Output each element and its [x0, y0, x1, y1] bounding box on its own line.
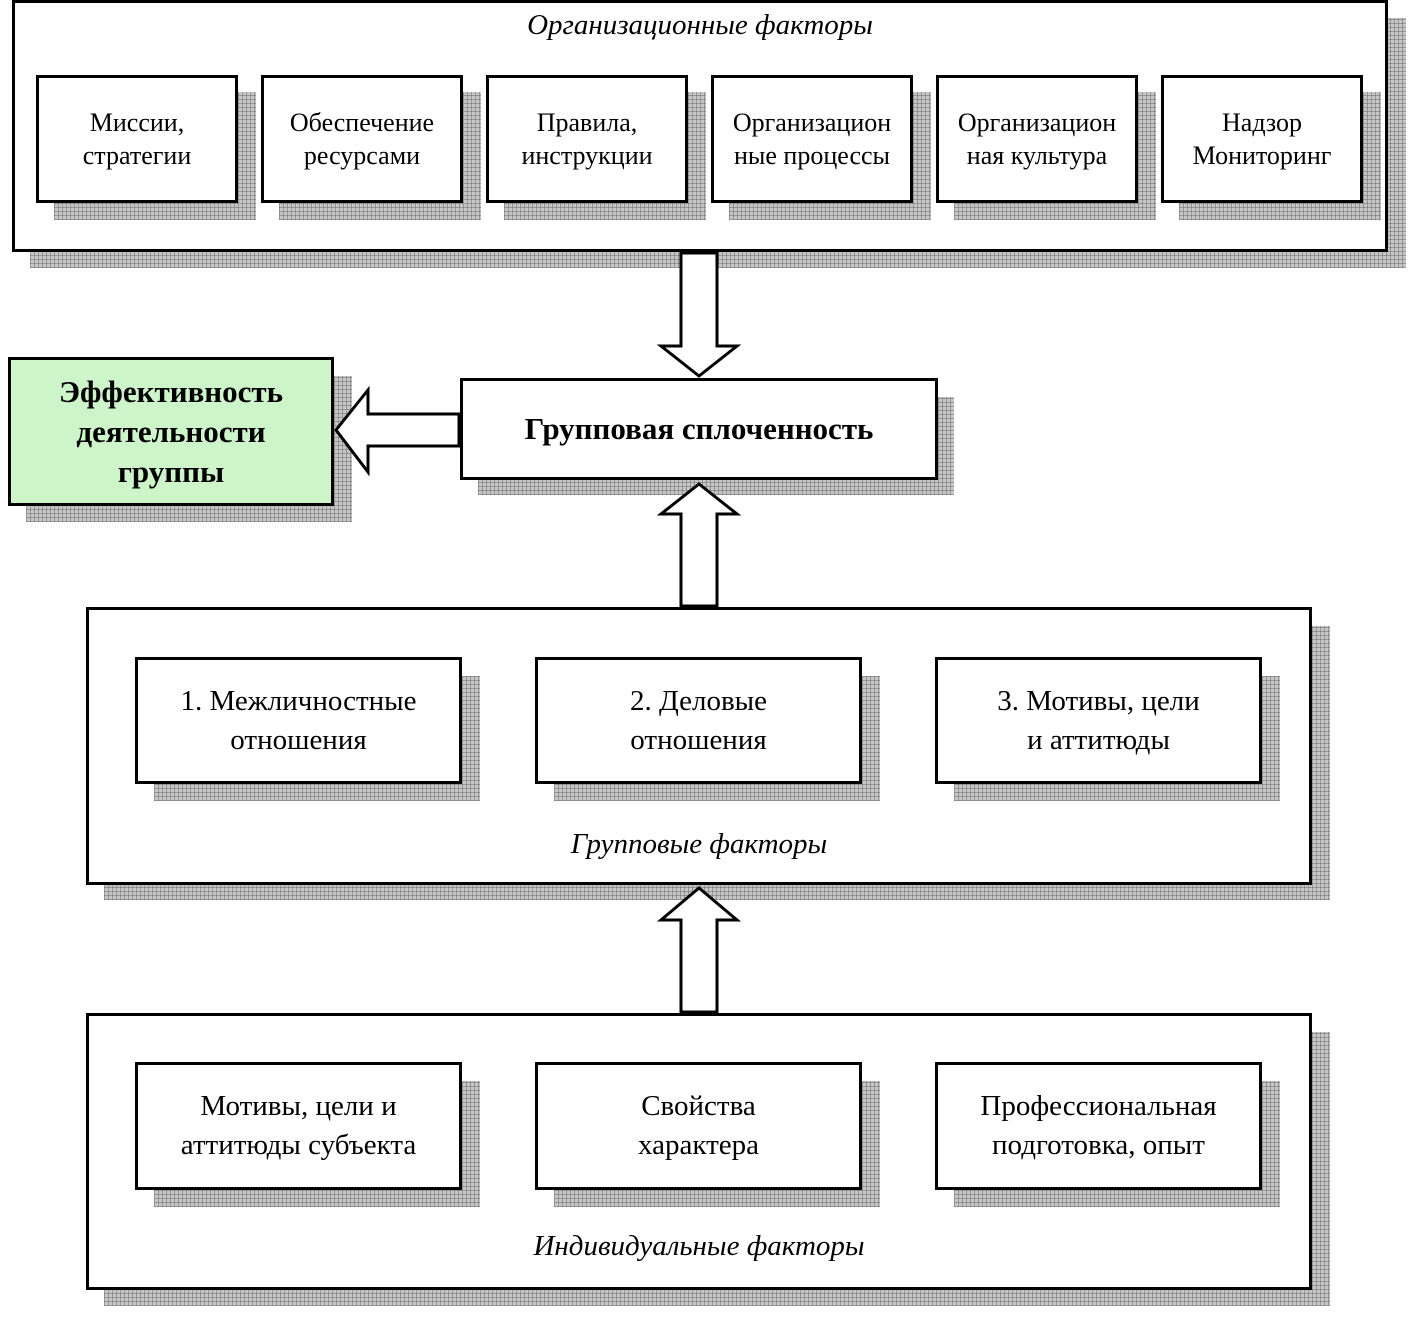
org-factor-line: Надзор [1222, 108, 1302, 137]
group-factor-line: отношения [630, 723, 767, 756]
org-factor-resources: Обеспечение ресурсами [261, 75, 463, 203]
org-factor-line: стратегии [82, 141, 192, 170]
arrow-up-group-to-cohesion [656, 482, 742, 608]
individual-factor-line: аттитюды субъекта [180, 1129, 417, 1161]
org-factor-line: Мониторинг [1192, 141, 1332, 170]
effectiveness-line: Эффективность [58, 373, 284, 409]
effectiveness-line: группы [117, 453, 225, 489]
arrow-down-org-to-cohesion [656, 251, 742, 378]
group-effectiveness-box: Эффективность деятельности группы [8, 357, 334, 506]
individual-factor-line: подготовка, опыт [992, 1129, 1205, 1161]
effectiveness-line: деятельности [76, 413, 266, 449]
individual-factor-line: Профессиональная [980, 1090, 1217, 1122]
arrow-left-cohesion-to-effectiveness [334, 385, 461, 477]
org-factor-line: Миссии, [89, 108, 185, 137]
arrow-up-individual-to-group [656, 886, 742, 1014]
individual-factor-character: Свойства характера [535, 1062, 862, 1190]
group-factor-motives: 3. Мотивы, цели и аттитюды [935, 657, 1262, 784]
individual-factor-motives: Мотивы, цели и аттитюды субъекта [135, 1062, 462, 1190]
org-factor-missions: Миссии, стратегии [36, 75, 238, 203]
org-factor-processes: Организацион ные процессы [711, 75, 913, 203]
org-factor-line: Организацион [957, 108, 1117, 137]
org-factor-line: инструкции [521, 141, 653, 170]
individual-factor-line: характера [638, 1129, 759, 1161]
group-factor-line: и аттитюды [1027, 723, 1170, 756]
individual-factor-training: Профессиональная подготовка, опыт [935, 1062, 1262, 1190]
individual-factor-line: Свойства [641, 1090, 756, 1122]
organizational-factors-title: Организационные факторы [527, 9, 873, 41]
org-factor-monitoring: Надзор Мониторинг [1161, 75, 1363, 203]
org-factor-line: Обеспечение [289, 108, 435, 137]
group-factors-title: Групповые факторы [570, 828, 828, 860]
org-factor-line: ная культура [966, 141, 1108, 170]
org-factor-rules: Правила, инструкции [486, 75, 688, 203]
org-factor-culture: Организацион ная культура [936, 75, 1138, 203]
group-factor-line: 2. Деловые [629, 684, 768, 717]
org-factor-line: Правила, [536, 108, 638, 137]
group-factor-business: 2. Деловые отношения [535, 657, 862, 784]
group-cohesion-label: Групповая сплоченность [524, 411, 874, 446]
org-factor-line: ресурсами [303, 141, 421, 170]
individual-factor-line: Мотивы, цели и [200, 1090, 397, 1122]
group-factor-line: 3. Мотивы, цели [997, 684, 1200, 717]
org-factor-line: ные процессы [734, 141, 890, 170]
group-factor-line: отношения [230, 723, 367, 756]
org-factor-line: Организацион [732, 108, 892, 137]
individual-factors-title: Индивидуальные факторы [533, 1230, 865, 1262]
group-factor-line: 1. Межличностные [180, 684, 417, 717]
group-cohesion-box: Групповая сплоченность [460, 378, 938, 480]
group-factor-interpersonal: 1. Межличностные отношения [135, 657, 462, 784]
